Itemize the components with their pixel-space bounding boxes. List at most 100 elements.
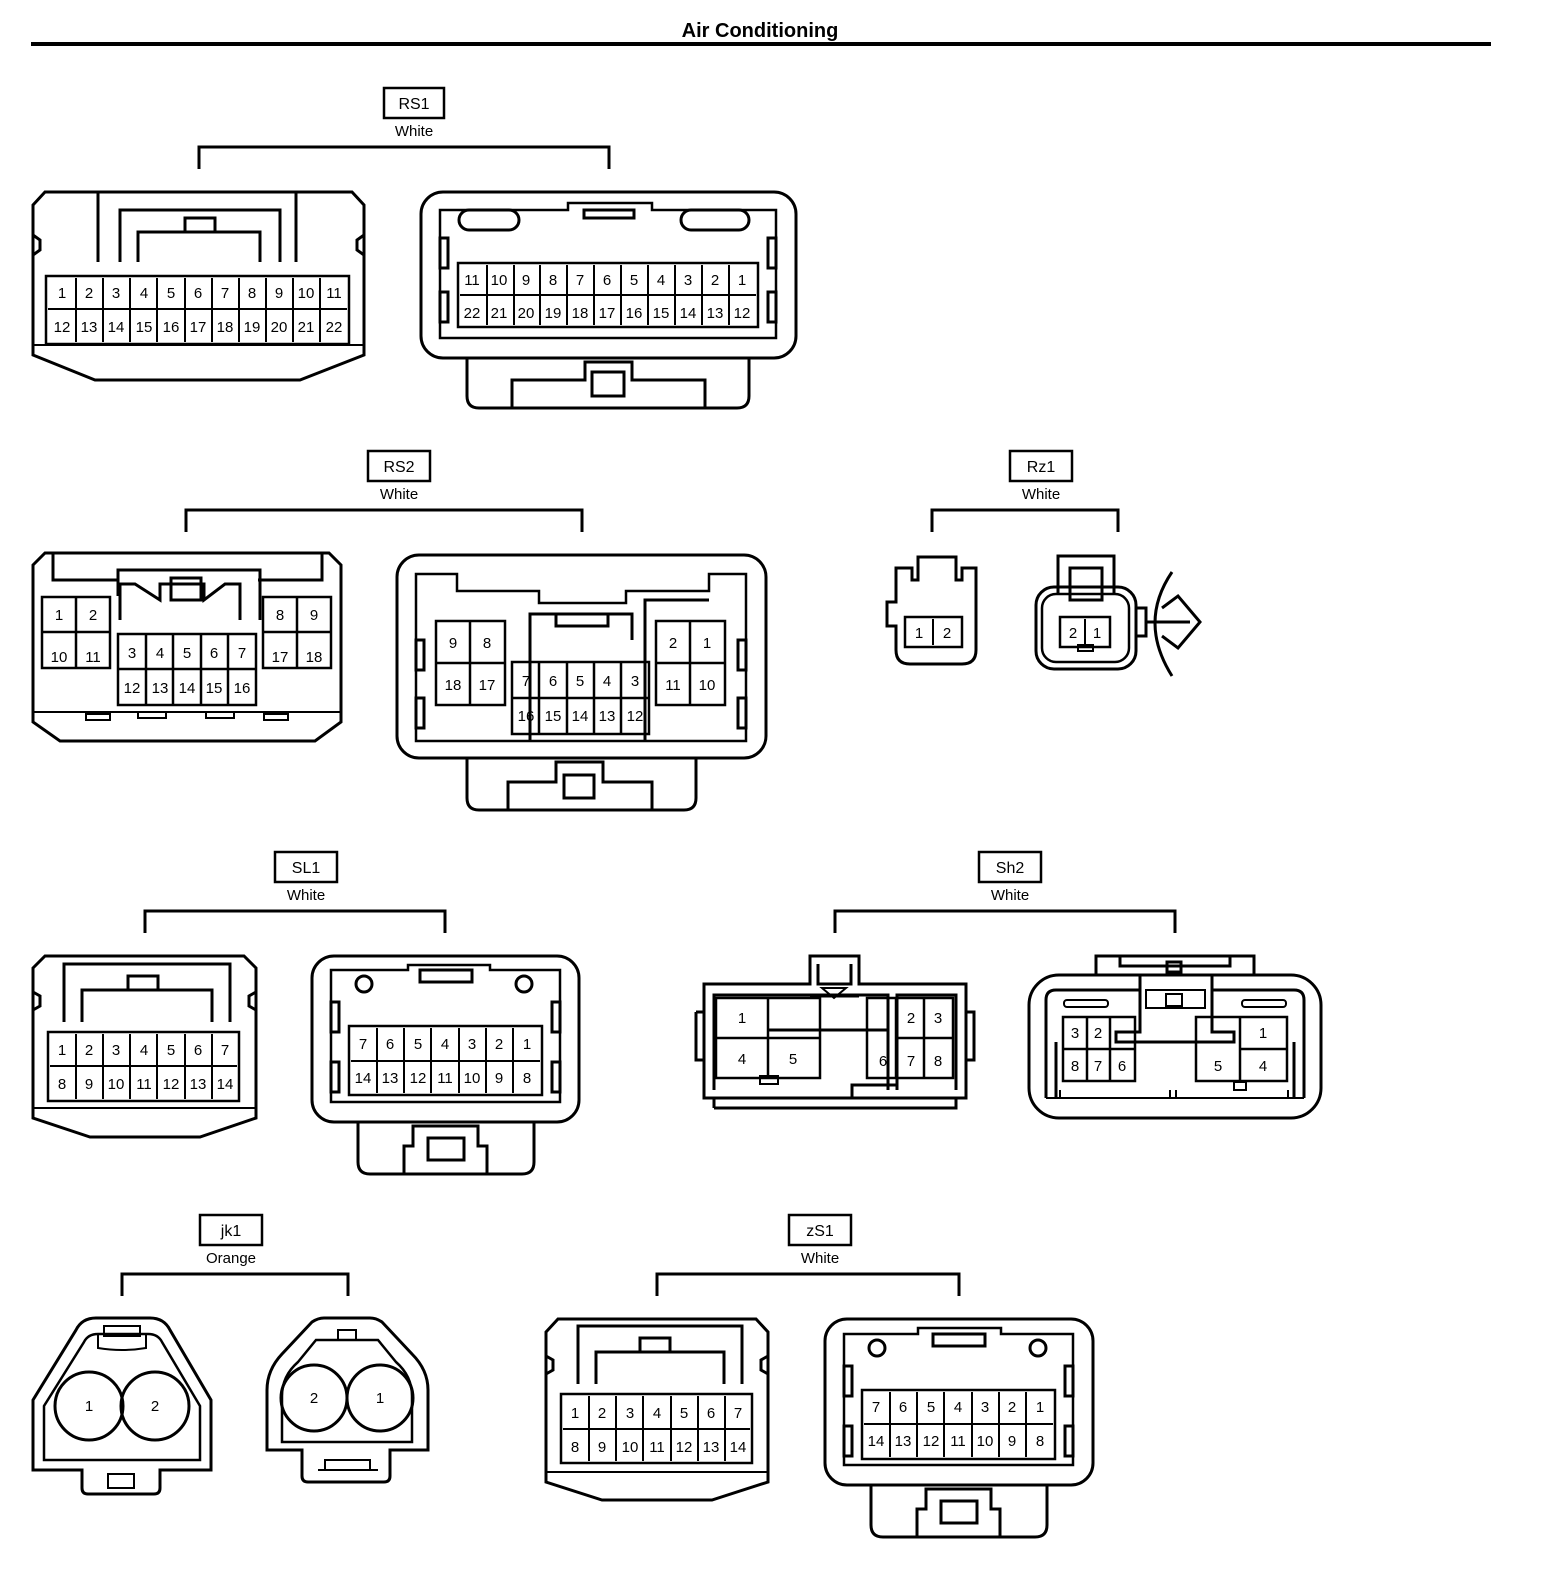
pin-label: 2 [85, 285, 93, 302]
female-connector-outline [31, 551, 343, 743]
female-connector-outline [694, 954, 976, 1110]
pin-label: 10 [108, 1076, 125, 1093]
pin-label: 7 [907, 1053, 915, 1070]
pin-label: 6 [603, 272, 611, 289]
pin-label: 2 [1094, 1025, 1102, 1042]
pin-label: 11 [950, 1433, 966, 1450]
pin-label: 18 [445, 677, 462, 694]
pin-labels: 1 4 5 2 3 6 7 8 [738, 1010, 942, 1070]
pin-label: 8 [58, 1076, 66, 1093]
pin-label: 8 [934, 1053, 942, 1070]
pin-labels: 2 1 [1069, 625, 1101, 642]
pin-label: 6 [1118, 1058, 1126, 1075]
connector-code-box [1008, 449, 1074, 483]
pin-label: 2 [711, 272, 719, 289]
pin-label: 20 [518, 305, 535, 322]
pin-grid [50, 1034, 237, 1099]
pin-label: 10 [491, 272, 508, 289]
pin-label: 9 [275, 285, 283, 302]
pin-label: 5 [183, 645, 191, 662]
pin-label: 10 [622, 1439, 639, 1456]
pin-labels: 1 2 3 4 5 6 7 8 9 10 11 12 13 14 [571, 1405, 747, 1456]
male-connector-outline [310, 954, 581, 1176]
pin-label: 14 [680, 305, 697, 322]
pin-labels: 9 8 18 17 7 6 5 4 3 16 15 14 13 12 2 1 1… [445, 635, 716, 725]
pin-labels: 11 10 9 8 7 6 5 4 3 2 1 22 21 20 19 18 1… [464, 272, 751, 322]
pin-label: 7 [238, 645, 246, 662]
pin-label: 14 [179, 680, 196, 697]
female-connector-outline [885, 555, 978, 666]
pin-label: 2 [310, 1390, 318, 1407]
pin-label: 4 [441, 1036, 449, 1053]
pin-label: 9 [449, 635, 457, 652]
pin-label: 11 [437, 1070, 453, 1087]
pin-label: 21 [298, 319, 315, 336]
connector-code: RS2 [383, 459, 414, 476]
pin-label: 5 [680, 1405, 688, 1422]
pin-label: 10 [699, 677, 716, 694]
pin-labels: 3 2 8 7 6 1 5 4 [1071, 1025, 1267, 1075]
pin-label: 11 [136, 1076, 152, 1093]
pin-label: 2 [907, 1010, 915, 1027]
pin-labels: 1 2 3 4 5 6 7 8 9 10 11 12 13 14 [58, 1042, 234, 1093]
female-connector-outline [31, 1316, 213, 1496]
pin-label: 14 [730, 1439, 747, 1456]
pin-label: 5 [414, 1036, 422, 1053]
pin-label: 8 [571, 1439, 579, 1456]
connector-sl1: SL1 White 1 2 3 4 5 6 7 8 9 [31, 850, 581, 1176]
pin-label: 5 [576, 673, 584, 690]
pin-label: 16 [234, 680, 251, 697]
connector-code: Rz1 [1027, 459, 1056, 476]
pin-label: 4 [140, 285, 148, 302]
pin-label: 7 [576, 272, 584, 289]
pin-label: 18 [306, 649, 323, 666]
pin-label: 2 [495, 1036, 503, 1053]
pin-grid [48, 278, 347, 342]
pin-label: 1 [58, 285, 66, 302]
male-connector-outline [419, 190, 798, 410]
pin-label: 1 [1259, 1025, 1267, 1042]
male-connector-outline [823, 1317, 1095, 1539]
pin-label: 12 [734, 305, 751, 322]
pin-label: 3 [112, 285, 120, 302]
pin-label: 6 [899, 1399, 907, 1416]
pin-label: 5 [167, 1042, 175, 1059]
pair-bracket [930, 508, 1120, 532]
connector-color: Orange [206, 1250, 256, 1267]
pin-label: 5 [789, 1051, 797, 1068]
pin-label: 21 [491, 305, 508, 322]
pin-label: 7 [522, 673, 530, 690]
connector-color: White [801, 1250, 839, 1267]
pin-labels: 7 6 5 4 3 2 1 14 13 12 11 10 9 8 [868, 1399, 1045, 1450]
pin-label: 8 [276, 607, 284, 624]
connector-code-box [366, 449, 432, 483]
pin-label: 2 [151, 1398, 159, 1415]
pin-label: 7 [872, 1399, 880, 1416]
connector-code-box [198, 1213, 264, 1247]
pin-label: 17 [272, 649, 289, 666]
pin-grid [434, 619, 727, 736]
connector-code-box [787, 1213, 853, 1247]
pin-label: 19 [545, 305, 562, 322]
pin-grid [351, 1028, 540, 1093]
pin-label: 12 [124, 680, 141, 697]
pin-label: 4 [657, 272, 665, 289]
pin-label: 17 [479, 677, 496, 694]
pin-label: 22 [326, 319, 343, 336]
pin-label: 15 [653, 305, 670, 322]
pin-label: 22 [464, 305, 481, 322]
pin-label: 4 [738, 1051, 746, 1068]
pin-label: 4 [156, 645, 164, 662]
pin-label: 1 [571, 1405, 579, 1422]
pin-label: 13 [707, 305, 724, 322]
pin-label: 5 [630, 272, 638, 289]
pin-label: 1 [58, 1042, 66, 1059]
pin-label: 13 [152, 680, 169, 697]
pair-bracket [184, 508, 584, 532]
pin-label: 3 [684, 272, 692, 289]
pin-label: 9 [522, 272, 530, 289]
connector-color: White [991, 887, 1029, 904]
pin-label: 13 [599, 708, 616, 725]
pin-label: 17 [190, 319, 207, 336]
